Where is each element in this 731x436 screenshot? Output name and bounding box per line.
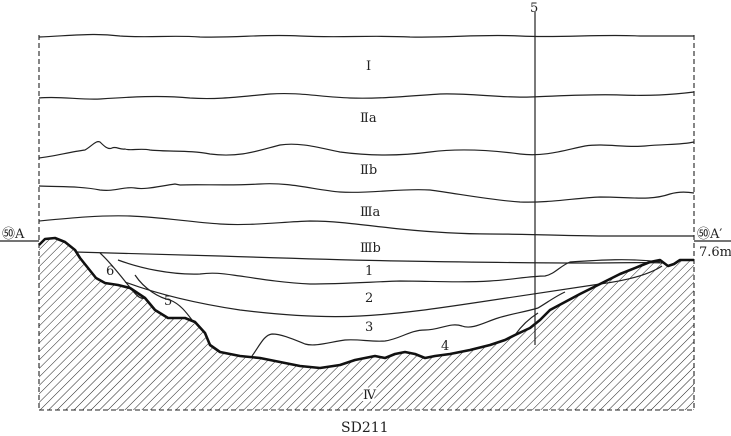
marker-right-label: ㊿A′ [697, 227, 722, 242]
boundary-3-4 [251, 291, 566, 357]
layer-label-2: 2 [365, 291, 373, 306]
boundary-iiia-iiib [38, 215, 694, 237]
layer-label-3: 3 [365, 320, 373, 335]
divider-4-right [514, 312, 539, 336]
layer-label-5: 5 [164, 294, 172, 309]
layer-label-i: Ⅰ [366, 59, 371, 74]
boundary-iia-iib [38, 141, 695, 159]
boundary-iiib-pit [74, 251, 666, 264]
marker-left-label: ㊿A [2, 227, 25, 242]
layer-label-iv: Ⅳ [363, 388, 377, 403]
layer-label-iib: Ⅱb [360, 163, 377, 178]
bedrock-hatch [39, 238, 694, 410]
boundary-i-iia [38, 91, 695, 100]
divider-6 [99, 252, 146, 299]
layer-label-iiib: Ⅲb [360, 241, 381, 256]
pole-label: 5 [530, 1, 538, 16]
divider-5 [134, 274, 193, 321]
layer-label-iiia: Ⅲa [360, 205, 381, 220]
layer-label-1: 1 [365, 264, 373, 279]
bedrock-surface-line [38, 236, 694, 370]
layer-label-4: 4 [441, 339, 449, 354]
layer-label-iia: Ⅱa [360, 111, 377, 126]
figure-caption: SD211 [341, 420, 389, 436]
boundary-iib-iiia [38, 183, 695, 203]
elevation-label: 7.6m [699, 245, 731, 260]
layer-label-6: 6 [106, 264, 114, 279]
boundary-1-2 [117, 259, 661, 285]
ground-surface-line [38, 33, 694, 38]
